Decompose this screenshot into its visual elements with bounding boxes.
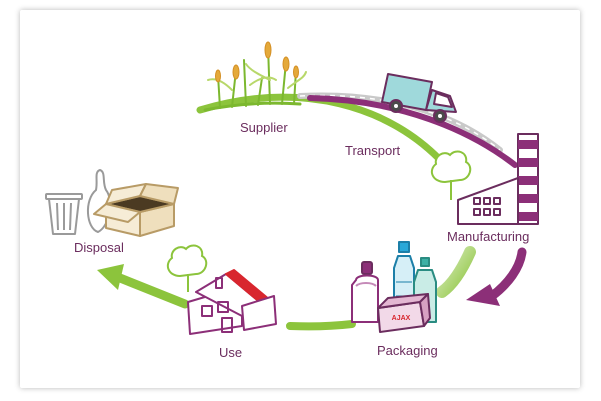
tree-icon: [430, 150, 472, 200]
manufacturing-to-packaging-purple-arrow: [466, 247, 527, 306]
cardboard-box-icon: [93, 183, 179, 237]
transport-purple-arrow: [307, 95, 518, 168]
stage-label-transport: Transport: [345, 143, 401, 158]
supplier-to-manufacturing-green-arrow: [196, 93, 449, 169]
stage-label-disposal: Disposal: [74, 240, 124, 255]
stage-label-packaging: Packaging: [377, 343, 438, 358]
truck-icon: [381, 73, 457, 123]
brand-label: AJAX: [392, 315, 411, 322]
use-to-disposal-green-arrow: [97, 264, 190, 309]
stage-label-supplier: Supplier: [240, 120, 288, 135]
house-icon: [187, 269, 277, 335]
box-icon: AJAX: [377, 293, 431, 333]
trash-can-icon: [45, 193, 83, 235]
stage-label-use: Use: [219, 345, 242, 360]
packaging-to-use-green-arrow: [286, 320, 356, 331]
tree-icon: [166, 244, 208, 292]
stage-label-manufacturing: Manufacturing: [447, 229, 529, 244]
crops-icon: [203, 41, 307, 112]
manufacturing-to-packaging-green-arrow: [436, 246, 476, 298]
factory-icon: [457, 133, 539, 225]
